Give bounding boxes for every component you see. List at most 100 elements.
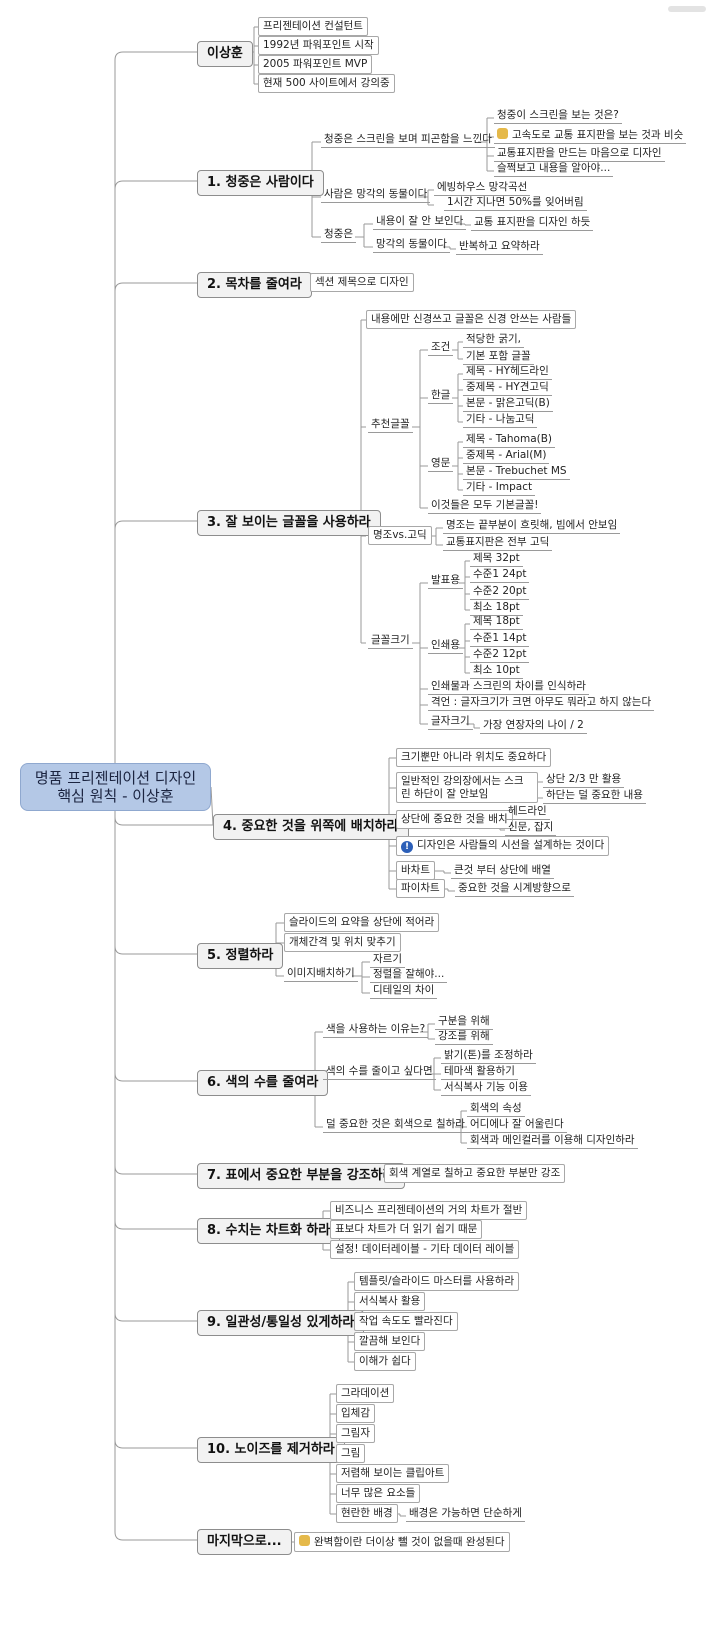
print-vs-screen[interactable]: 인쇄물과 스크린의 차이를 인식하라: [428, 679, 589, 695]
root-topic[interactable]: 명품 프리젠테이션 디자인 핵심 원칙 - 이상훈: [20, 763, 211, 811]
audience-is-detail[interactable]: 내용이 잘 안 보인다: [373, 214, 467, 230]
color-topic[interactable]: 덜 중요한 것은 회색으로 칠하라: [323, 1117, 468, 1133]
forgetting-topic[interactable]: 사람은 망각의 동물이다: [321, 187, 431, 203]
noise-item[interactable]: 입체감: [336, 1404, 375, 1423]
placement-item[interactable]: 일반적인 강의장에서는 스크린 하단이 잘 안보임: [396, 772, 538, 804]
presentation-size-item[interactable]: 제목 32pt: [470, 551, 523, 567]
table-item[interactable]: 회색 계열로 칠하고 중요한 부분만 강조: [384, 1164, 566, 1183]
branch-final[interactable]: 마지막으로...: [197, 1529, 292, 1555]
audience-detail[interactable]: 청중이 스크린을 보는 것은?: [494, 108, 622, 124]
placement-detail[interactable]: 신문, 잡지: [505, 820, 557, 836]
noise-detail[interactable]: 배경은 가능하면 단순하게: [406, 1506, 525, 1522]
fonts-intro[interactable]: 내용에만 신경쓰고 글꼴은 신경 안쓰는 사람들: [366, 310, 577, 329]
color-detail[interactable]: 테마색 활용하기: [441, 1064, 518, 1080]
color-detail[interactable]: 어디에나 잘 어울린다: [467, 1117, 567, 1133]
consistency-item[interactable]: 작업 속도도 빨라진다: [354, 1312, 458, 1331]
font-english-item[interactable]: 본문 - Trebuchet MS: [463, 464, 570, 480]
print-size-item[interactable]: 제목 18pt: [470, 614, 523, 630]
font-korean[interactable]: 한글: [428, 388, 454, 404]
author-item[interactable]: 2005 파워포인트 MVP: [258, 55, 373, 74]
align-detail[interactable]: 자르기: [370, 952, 405, 968]
placement-detail[interactable]: 중요한 것을 시계방향으로: [455, 881, 574, 897]
font-korean-item[interactable]: 기타 - 나눔고딕: [463, 412, 538, 428]
align-item[interactable]: 슬라이드의 요약을 상단에 적어라: [284, 913, 440, 932]
consistency-item[interactable]: 템플릿/슬라이드 마스터를 사용하라: [354, 1272, 520, 1291]
author-item[interactable]: 프리젠테이션 컨설턴트: [258, 17, 368, 36]
noise-item[interactable]: 그림: [336, 1444, 366, 1463]
branch-author[interactable]: 이상훈: [197, 41, 253, 67]
letter-size-rule[interactable]: 가장 연장자의 나이 / 2: [480, 718, 587, 734]
font-korean-item[interactable]: 본문 - 맑은고딕(B): [463, 396, 553, 412]
placement-item[interactable]: 바차트: [396, 861, 435, 880]
print-size-item[interactable]: 수준2 12pt: [470, 647, 530, 663]
align-detail[interactable]: 정렬을 잘해야...: [370, 967, 448, 983]
forgetting-detail[interactable]: 에빙하우스 망각곡선: [434, 180, 531, 196]
audience-detail[interactable]: 슬쩍보고 내용을 알아야...: [494, 161, 614, 177]
audience-topic[interactable]: 청중은 스크린을 보며 피곤함을 느낀다: [321, 132, 495, 148]
noise-item[interactable]: 너무 많은 요소들: [336, 1484, 421, 1503]
branch-toc[interactable]: 2. 목차를 줄여라: [197, 272, 312, 298]
chart-item[interactable]: 표보다 차트가 더 읽기 쉽기 때문: [330, 1220, 483, 1239]
presentation-size-item[interactable]: 수준2 20pt: [470, 584, 530, 600]
audience-is-topic[interactable]: 청중은: [321, 227, 356, 243]
branch-audience[interactable]: 1. 청중은 사람이다: [197, 170, 324, 196]
placement-item[interactable]: 상단에 중요한 것을 배치: [396, 810, 513, 829]
noise-item[interactable]: 그림자: [336, 1424, 375, 1443]
letter-size[interactable]: 글자크기: [428, 714, 473, 730]
font-english[interactable]: 영문: [428, 456, 454, 472]
audience-detail[interactable]: 교통표지판을 만드는 마음으로 디자인: [494, 146, 665, 162]
placement-detail[interactable]: 하단는 덜 중요한 내용: [543, 788, 646, 804]
audience-is-note[interactable]: 반복하고 요약하라: [456, 239, 543, 255]
color-detail[interactable]: 강조를 위해: [435, 1029, 493, 1045]
placement-item[interactable]: 크기뿐만 아니라 위치도 중요하다: [396, 748, 552, 767]
color-detail[interactable]: 밝기(톤)를 조정하라: [441, 1048, 536, 1064]
presentation-size-item[interactable]: 수준1 24pt: [470, 567, 530, 583]
serif-vs-gothic-item[interactable]: 명조는 끝부분이 흐릿해, 빔에서 안보임: [443, 518, 621, 534]
color-topic[interactable]: 색을 사용하는 이유는?: [323, 1022, 429, 1038]
color-detail[interactable]: 회색의 속성: [467, 1101, 525, 1117]
chart-item[interactable]: 설정! 데이터레이블 - 기타 데이터 레이블: [330, 1240, 520, 1259]
branch-consistency[interactable]: 9. 일관성/통일성 있게하라: [197, 1310, 365, 1336]
placement-detail[interactable]: 큰것 부터 상단에 배열: [451, 863, 554, 879]
basic-fonts-note[interactable]: 이것들은 모두 기본글꼴!: [428, 498, 542, 514]
branch-charts[interactable]: 8. 수치는 차트화 하라: [197, 1218, 341, 1244]
forgetting-detail[interactable]: 1시간 지나면 50%를 잊어버림: [444, 195, 587, 211]
author-item[interactable]: 1992년 파워포인트 시작: [258, 36, 379, 55]
size-proverb[interactable]: 격언 : 글자크기가 크면 아무도 뭐라고 하지 않는다: [428, 695, 655, 711]
branch-tables[interactable]: 7. 표에서 중요한 부분을 강조하라: [197, 1163, 405, 1189]
placement-item[interactable]: !디자인은 사람들의 시선을 설계하는 것이다: [396, 836, 610, 856]
serif-vs-gothic[interactable]: 명조vs.고딕: [368, 526, 432, 545]
color-detail[interactable]: 회색과 메인컬러를 이용해 디자인하라: [467, 1133, 638, 1149]
presentation-size-item[interactable]: 최소 18pt: [470, 600, 523, 616]
audience-is-detail[interactable]: 망각의 동물이다: [373, 237, 450, 253]
branch-fonts[interactable]: 3. 잘 보이는 글꼴을 사용하라: [197, 510, 381, 536]
recommended-fonts[interactable]: 추천글꼴: [368, 417, 413, 433]
audience-is-note[interactable]: 교통 표지판을 디자인 하듯: [471, 215, 594, 231]
font-english-item[interactable]: 기타 - Impact: [463, 480, 536, 496]
print-size[interactable]: 인쇄용: [428, 638, 463, 654]
audience-detail[interactable]: 고속도로 교통 표지판을 보는 것과 비슷: [494, 127, 687, 144]
align-item[interactable]: 개체간격 및 위치 맞추기: [284, 933, 401, 952]
font-english-item[interactable]: 중제목 - Arial(M): [463, 448, 550, 464]
placement-detail[interactable]: 상단 2/3 만 활용: [543, 772, 625, 788]
font-size[interactable]: 글꼴크기: [368, 633, 413, 649]
font-korean-item[interactable]: 제목 - HY헤드라인: [463, 364, 552, 380]
font-condition-item[interactable]: 적당한 굵기,: [463, 332, 524, 348]
print-size-item[interactable]: 최소 10pt: [470, 663, 523, 679]
branch-placement[interactable]: 4. 중요한 것을 위쪽에 배치하라: [213, 814, 409, 840]
consistency-item[interactable]: 이해가 쉽다: [354, 1352, 416, 1371]
font-english-item[interactable]: 제목 - Tahoma(B): [463, 432, 556, 448]
toc-item[interactable]: 섹션 제목으로 디자인: [310, 273, 414, 292]
print-size-item[interactable]: 수준1 14pt: [470, 631, 530, 647]
color-topic[interactable]: 색의 수를 줄이고 싶다면: [323, 1064, 436, 1080]
author-item[interactable]: 현재 500 사이트에서 강의중: [258, 74, 395, 93]
serif-vs-gothic-item[interactable]: 교통표지판은 전부 고딕: [443, 535, 553, 551]
noise-item[interactable]: 현란한 배경: [336, 1504, 398, 1523]
font-condition[interactable]: 조건: [428, 340, 454, 356]
chart-item[interactable]: 비즈니스 프리젠테이션의 거의 차트가 절반: [330, 1201, 528, 1220]
color-detail[interactable]: 구분을 위해: [435, 1014, 493, 1030]
placement-detail[interactable]: 헤드라인: [505, 804, 550, 820]
font-korean-item[interactable]: 중제목 - HY견고딕: [463, 380, 552, 396]
noise-item[interactable]: 저렴해 보이는 클립아트: [336, 1464, 450, 1483]
branch-colors[interactable]: 6. 색의 수를 줄여라: [197, 1070, 329, 1096]
